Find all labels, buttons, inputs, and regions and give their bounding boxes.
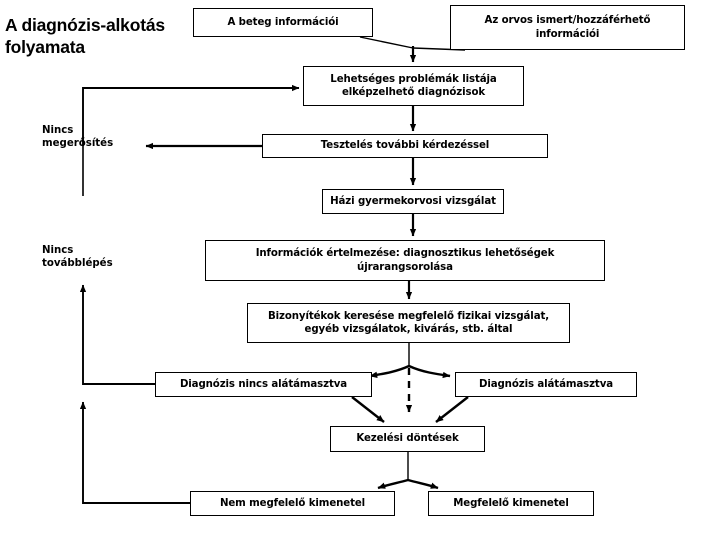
edge-fan-left — [369, 364, 410, 378]
node-bad-outcome[interactable]: Nem megfelelő kimenetel — [190, 491, 395, 516]
label-no-progress: Nincs továbblépés — [42, 245, 113, 270]
edge-outcome-right — [407, 478, 439, 490]
edge-patient-to-merge — [359, 36, 414, 49]
node-good-outcome[interactable]: Megfelelő kimenetel — [428, 491, 594, 516]
node-interpretation[interactable]: Információk értelmezése: diagnosztikus l… — [205, 240, 605, 281]
node-testing[interactable]: Tesztelés további kérdezéssel — [262, 134, 548, 158]
node-doctor-info[interactable]: Az orvos ismert/hozzáférhető információi — [450, 5, 685, 50]
edge-unsupported-to-treatment — [351, 396, 385, 423]
node-pediatric-exam[interactable]: Házi gyermekorvosi vizsgálat — [322, 189, 504, 214]
node-dx-unsupported[interactable]: Diagnózis nincs alátámasztva — [155, 372, 372, 397]
edge-unsupported-feedback — [79, 284, 155, 385]
node-evidence[interactable]: Bizonyítékok keresése megfelelő fizikai … — [247, 303, 570, 343]
node-problem-list[interactable]: Lehetséges problémák listája elképzelhet… — [303, 66, 524, 106]
edge-bad-outcome-feedback — [79, 401, 190, 504]
edge-fan-right — [408, 364, 451, 379]
edge-feedback-riser — [82, 84, 300, 146]
edge-supported-to-treatment — [435, 396, 469, 423]
node-treatment[interactable]: Kezelési döntések — [330, 426, 485, 452]
edge-outcome-left — [377, 478, 409, 490]
node-dx-supported[interactable]: Diagnózis alátámasztva — [455, 372, 637, 397]
label-no-confirmation: Nincs megerősítés — [42, 125, 114, 150]
page-title: A diagnózis-alkotás folyamata — [5, 15, 165, 58]
node-patient-info[interactable]: A beteg információi — [193, 8, 373, 37]
